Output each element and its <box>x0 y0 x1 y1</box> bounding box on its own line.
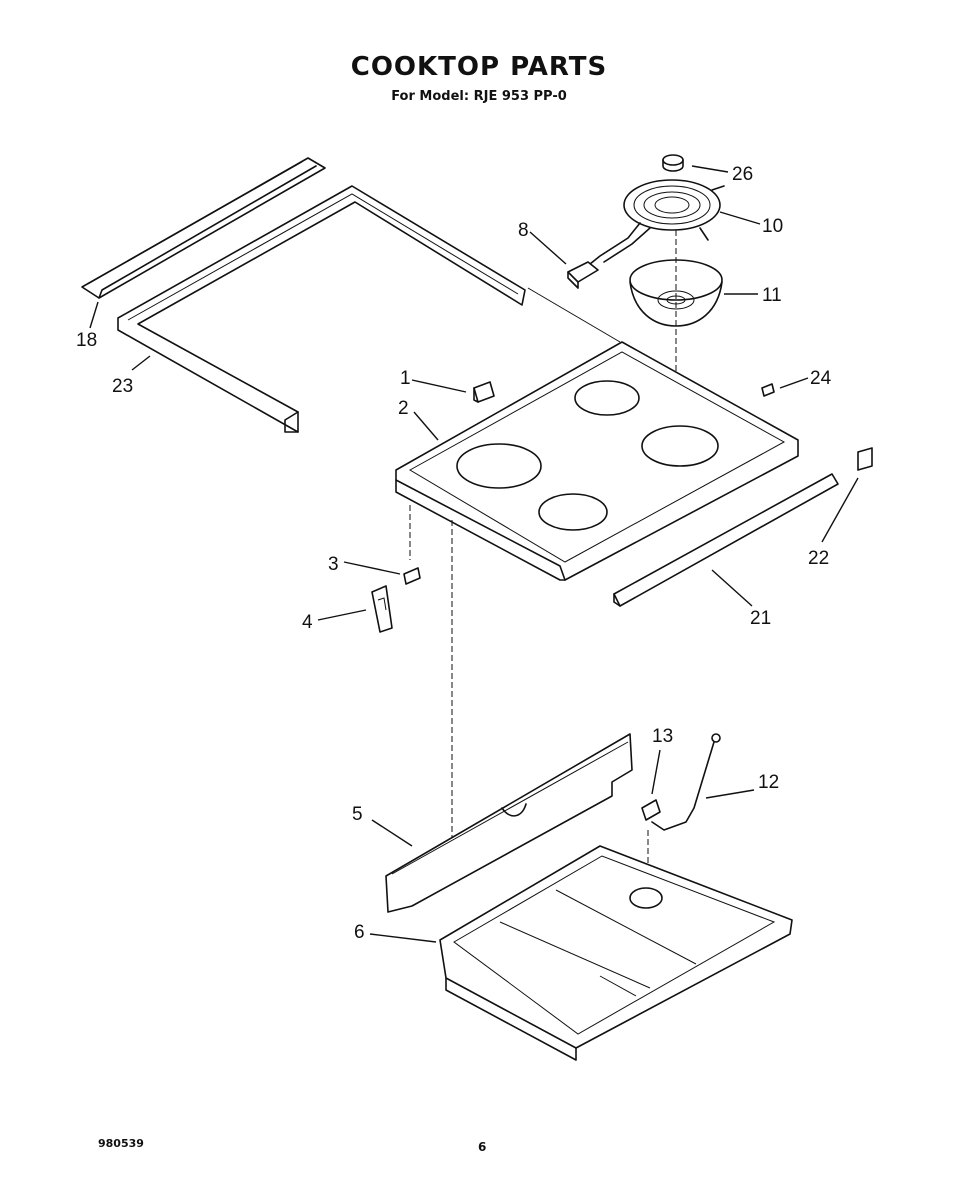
callout-23: 23 <box>112 376 133 397</box>
part-10-surface-element <box>589 179 725 265</box>
part-5-shield <box>385 733 633 913</box>
callout-8: 8 <box>518 220 529 241</box>
callout-11: 11 <box>762 285 782 306</box>
part-13-clip <box>641 799 661 821</box>
callout-22: 22 <box>808 548 829 569</box>
part-26-cap <box>662 154 684 172</box>
part-1-clip <box>473 381 495 403</box>
callout-21: 21 <box>750 608 771 629</box>
callout-2: 2 <box>398 398 409 419</box>
callout-5: 5 <box>352 804 363 825</box>
model-subtitle: For Model: RJE 953 PP-0 <box>391 89 567 104</box>
part-18-rear-trim <box>81 157 326 299</box>
callout-18: 18 <box>76 330 97 351</box>
part-4-bracket <box>371 585 393 633</box>
page-title: COOKTOP PARTS <box>350 52 608 82</box>
part-24-screw <box>761 383 775 397</box>
callout-3: 3 <box>328 554 339 575</box>
part-21-front-trim <box>613 473 839 607</box>
part-8-terminal-block <box>567 261 599 289</box>
callout-13: 13 <box>652 726 673 747</box>
part-22-bracket <box>857 447 873 471</box>
document-number: 980539 <box>98 1137 144 1150</box>
callout-1: 1 <box>400 368 411 389</box>
part-2-cooktop <box>395 341 799 581</box>
callout-24: 24 <box>810 368 832 389</box>
part-12-wire <box>651 733 721 831</box>
callout-10: 10 <box>762 216 783 237</box>
callout-12: 12 <box>758 772 779 793</box>
part-3-clip <box>403 567 421 585</box>
callout-6: 6 <box>354 922 365 943</box>
callout-26: 26 <box>732 164 753 185</box>
page-number: 6 <box>478 1140 487 1154</box>
part-6-pan <box>439 845 793 1061</box>
part-23-frame <box>117 185 526 433</box>
callout-4: 4 <box>302 612 313 633</box>
